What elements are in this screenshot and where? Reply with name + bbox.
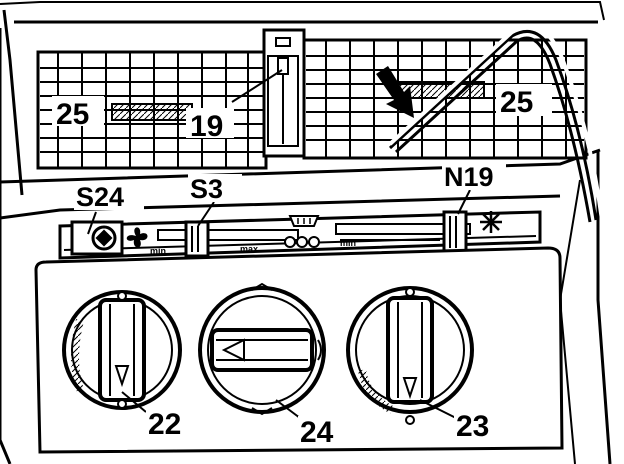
windshield-icon xyxy=(284,215,320,248)
callout-vent-left: 25 xyxy=(56,98,89,131)
callout-labels: 25 19 25 S24 S3 N19 22 24 23 xyxy=(54,84,550,449)
knob-23[interactable] xyxy=(346,286,474,425)
knob-22[interactable] xyxy=(62,290,182,410)
max-marking-center: max xyxy=(240,244,258,254)
cable xyxy=(388,24,604,223)
callout-knob-23: 23 xyxy=(456,410,489,443)
callout-vent-right: 25 xyxy=(500,86,533,119)
callout-s24: S24 xyxy=(76,182,124,212)
callout-s3: S3 xyxy=(190,174,223,204)
callout-vent-center: 19 xyxy=(190,110,223,143)
knob-24[interactable] xyxy=(198,282,326,416)
switch-s24[interactable] xyxy=(70,220,124,256)
min-marking-right: min xyxy=(340,238,356,248)
snowflake-icon xyxy=(480,211,502,233)
callout-knob-24: 24 xyxy=(300,416,334,449)
pointer-arrow-icon xyxy=(376,66,414,118)
slider-s3[interactable] xyxy=(157,220,299,258)
fan-icon xyxy=(126,227,148,248)
leader-lines xyxy=(87,69,471,419)
callout-knob-22: 22 xyxy=(148,408,181,441)
air-vent-center xyxy=(262,28,306,158)
callout-n19: N19 xyxy=(444,162,494,192)
min-marking-left: min xyxy=(150,246,166,256)
